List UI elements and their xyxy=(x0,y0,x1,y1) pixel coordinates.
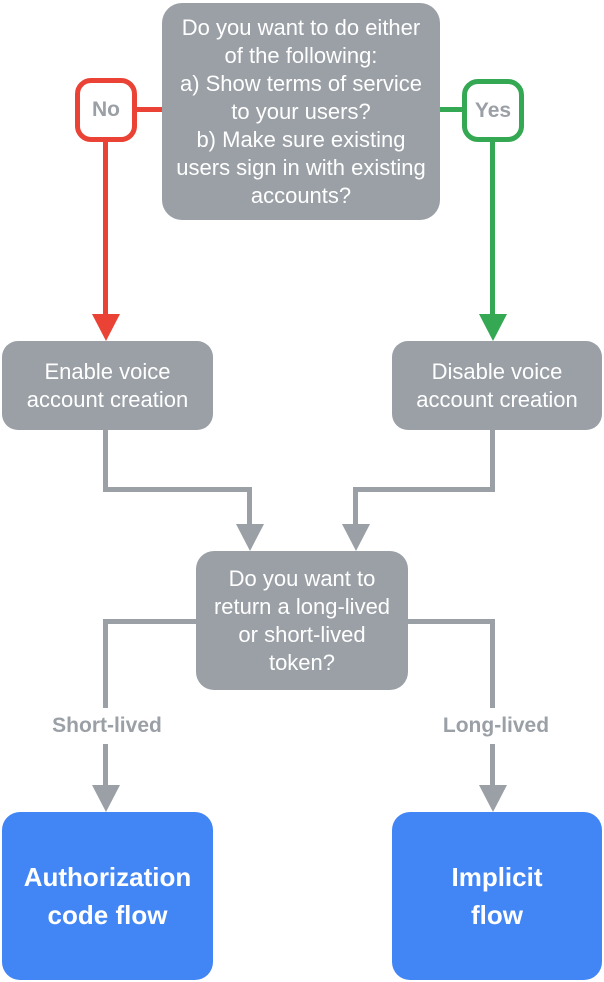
enable-voice-account-node: Enable voice account creation xyxy=(2,341,213,430)
token-question-node: Do you want to return a long-lived or sh… xyxy=(196,551,408,690)
implicit-flow-node: Implicit flow xyxy=(392,812,602,980)
disable-out-connector-horizontal xyxy=(353,487,495,492)
disable-voice-account-text: Disable voice account creation xyxy=(416,358,578,412)
no-branch-connector-vertical xyxy=(103,140,108,315)
top-question-text: Do you want to do either of the followin… xyxy=(176,14,426,208)
short-lived-edge-label: Short-lived xyxy=(21,708,193,744)
disable-in-connector-vertical xyxy=(353,487,358,525)
no-badge: No xyxy=(75,78,137,142)
token-question-text: Do you want to return a long-lived or sh… xyxy=(213,565,391,675)
yes-branch-connector-vertical xyxy=(490,140,495,315)
short-lived-connector-vertical xyxy=(103,619,108,787)
enable-voice-account-text: Enable voice account creation xyxy=(26,358,189,412)
disable-to-question-arrow-down-icon xyxy=(342,524,370,551)
long-lived-edge-label: Long-lived xyxy=(410,708,582,744)
enable-to-question-arrow-down-icon xyxy=(236,524,264,551)
enable-in-connector-vertical xyxy=(247,487,252,525)
yes-branch-connector-horizontal xyxy=(438,107,465,112)
no-branch-connector-horizontal xyxy=(135,107,164,112)
short-lived-connector-horizontal xyxy=(105,619,196,624)
enable-out-connector-horizontal xyxy=(103,487,252,492)
disable-out-connector-vertical xyxy=(490,430,495,492)
short-lived-edge-label-text: Short-lived xyxy=(52,714,162,737)
disable-voice-account-node: Disable voice account creation xyxy=(392,341,602,430)
long-lived-connector-horizontal xyxy=(408,619,495,624)
no-branch-arrow-down-icon xyxy=(92,314,120,341)
yes-branch-arrow-down-icon xyxy=(479,314,507,341)
authorization-code-flow-node: Authorization code flow xyxy=(2,812,213,980)
yes-badge: Yes xyxy=(462,79,524,142)
no-badge-label: No xyxy=(92,98,120,121)
authorization-code-flow-text: Authorization code flow xyxy=(23,862,192,930)
long-lived-connector-vertical xyxy=(490,619,495,787)
long-lived-arrow-down-icon xyxy=(479,785,507,812)
short-lived-arrow-down-icon xyxy=(92,785,120,812)
enable-out-connector-vertical xyxy=(103,430,108,492)
top-question-node: Do you want to do either of the followin… xyxy=(162,3,440,220)
yes-badge-label: Yes xyxy=(474,98,512,122)
long-lived-edge-label-text: Long-lived xyxy=(442,714,550,737)
implicit-flow-text: Implicit flow xyxy=(451,862,543,930)
